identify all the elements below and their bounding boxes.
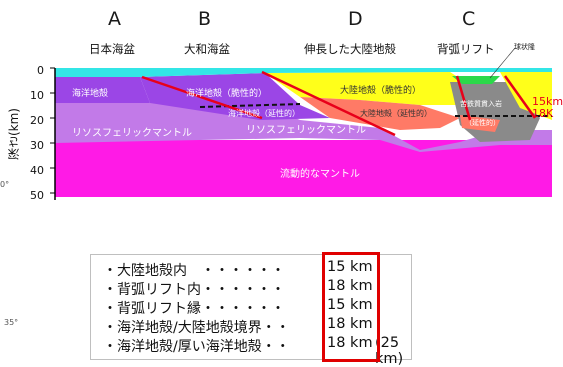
summary-row-label: ・海洋地殻/大陸地殻境界・・ [103, 320, 290, 336]
fault-line-d [261, 70, 396, 137]
column-letter-c: C [462, 8, 476, 30]
summary-row-value: 18 km [327, 335, 373, 351]
column-letter-b: B [198, 8, 212, 30]
layer-label-rift-lower: （延性的） [465, 119, 500, 127]
layer-label-continental-brittle: 大陸地殻（脆性的） [340, 86, 422, 96]
continental-ductile-layer [300, 97, 460, 130]
layer-label-rift-upper: 苦鉄質貫入岩 [460, 100, 502, 108]
layer-label-oceanic-crust-a: 海洋地殻 [72, 89, 109, 99]
rift-basin [452, 76, 500, 84]
cross-section-diagram [50, 47, 552, 200]
summary-row-value: 15 km [327, 297, 373, 313]
margin-label-top: 0° [0, 180, 10, 189]
oceanic-crust-a-layer [55, 77, 150, 103]
summary-row-label: ・海洋地殻/厚い海洋地殻・・ [103, 339, 290, 355]
layer-label-lithospheric-mantle-b: リソスフェリックマントル [246, 125, 366, 136]
summary-row-label: ・背弧リフト内・・・・・・ [103, 282, 285, 298]
summary-row-label: ・大陸地殻内 ・・・・・・ [103, 263, 285, 279]
fault-line-c-right [503, 75, 537, 119]
layer-label-oceanic-crust-b-ductile: 海洋地殻（延性的） [228, 109, 300, 118]
region-name-extended-crust: 伸長した大陸地殻 [304, 42, 396, 56]
oceanic-crust-b-layer [140, 73, 330, 120]
region-name-japan-basin: 日本海盆 [89, 42, 135, 56]
depth-tick-10: 10 [30, 89, 44, 102]
fault-line-c-left [455, 75, 472, 121]
region-name-yamato-basin: 大和海盆 [184, 42, 230, 56]
depth-tick-0: 0 [37, 64, 44, 77]
column-letter-d: D [348, 8, 363, 30]
depth-tick-20: 20 [30, 114, 44, 127]
summary-row-value: 18 km [327, 316, 373, 332]
layer-label-oceanic-crust-b-brittle: 海洋地殻（脆性的） [186, 89, 268, 99]
margin-label-bottom: 35° [4, 318, 19, 327]
summary-row-label: ・背弧リフト縁・・・・・・ [103, 301, 285, 317]
layer-label-flowing-mantle: 流動的なマントル [280, 169, 360, 180]
dashed-depth-line [199, 103, 301, 108]
summary-row-value: 15 km [327, 259, 373, 275]
rift-callout-label: 球状隆 [514, 43, 535, 51]
depth-tick-30: 30 [30, 139, 44, 152]
summary-table: ・大陸地殻内 ・・・・・・ ・背弧リフト内・・・・・・ ・背弧リフト縁・・・・・… [90, 254, 412, 367]
depth-marker-15km: 15km [532, 95, 563, 108]
depth-tick-40: 40 [30, 164, 44, 177]
flowing-mantle-layer [55, 140, 552, 197]
layer-label-lithospheric-mantle-a: リソスフェリックマントル [72, 128, 192, 139]
region-name-backarc-rift: 背弧リフト [437, 42, 495, 56]
depth-tick-50: 50 [30, 189, 44, 202]
ocean-layer [55, 68, 552, 77]
summary-row-extra: (25 km) [375, 335, 404, 367]
layer-label-continental-ductile: 大陸地殻（延性的） [360, 109, 432, 118]
column-letter-a: A [108, 8, 121, 30]
rift-callout-line [489, 47, 516, 79]
value-highlight-box [322, 252, 380, 362]
summary-row-value: 18 km [327, 278, 373, 294]
lithospheric-mantle-layer [55, 103, 552, 152]
fault-line-b [141, 75, 263, 120]
depth-marker-18k: 18K [532, 107, 554, 120]
continental-right-layer [500, 72, 552, 120]
